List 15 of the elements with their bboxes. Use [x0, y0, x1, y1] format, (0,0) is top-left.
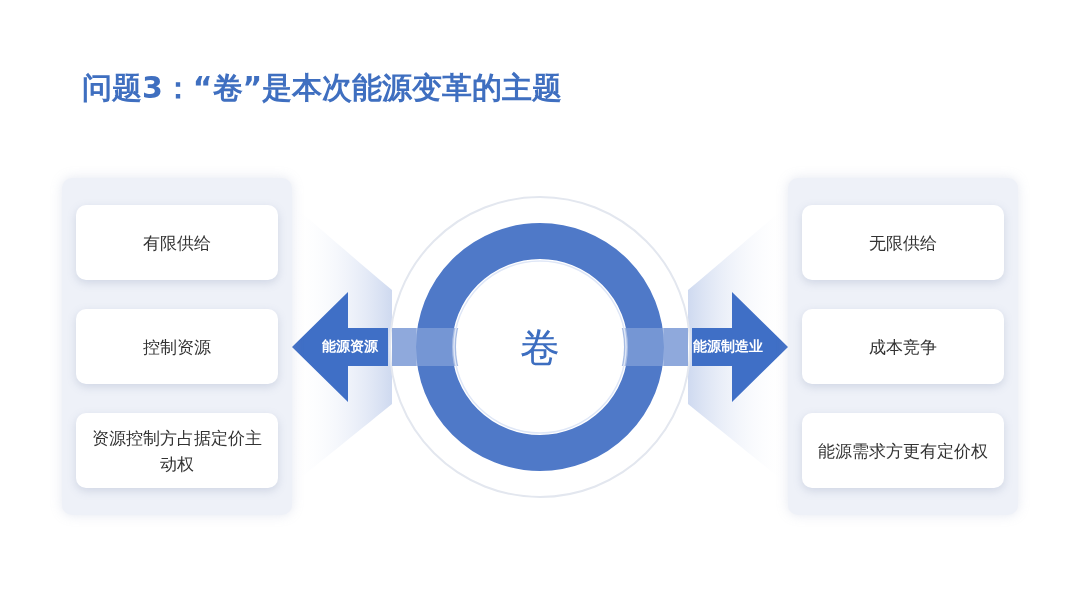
text-card: 无限供给: [802, 205, 1004, 280]
edge-label: 能源资源: [322, 338, 378, 356]
text-card: 成本竞争: [802, 309, 1004, 384]
panel: [788, 178, 1018, 515]
arrow: [292, 292, 388, 402]
text-card: 有限供给: [76, 205, 278, 280]
text-card: 资源控制方占据定价主动权: [76, 413, 278, 488]
ring-circle: [388, 195, 692, 499]
text-card: 控制资源: [76, 309, 278, 384]
edge-label: 能源制造业: [693, 338, 763, 356]
arrow: [692, 292, 788, 402]
center-label: 卷: [520, 322, 560, 372]
text-card: 能源需求方更有定价权: [802, 413, 1004, 488]
title: 问题3：“卷”是本次能源变革的主题: [82, 69, 563, 107]
panel: [62, 178, 292, 515]
